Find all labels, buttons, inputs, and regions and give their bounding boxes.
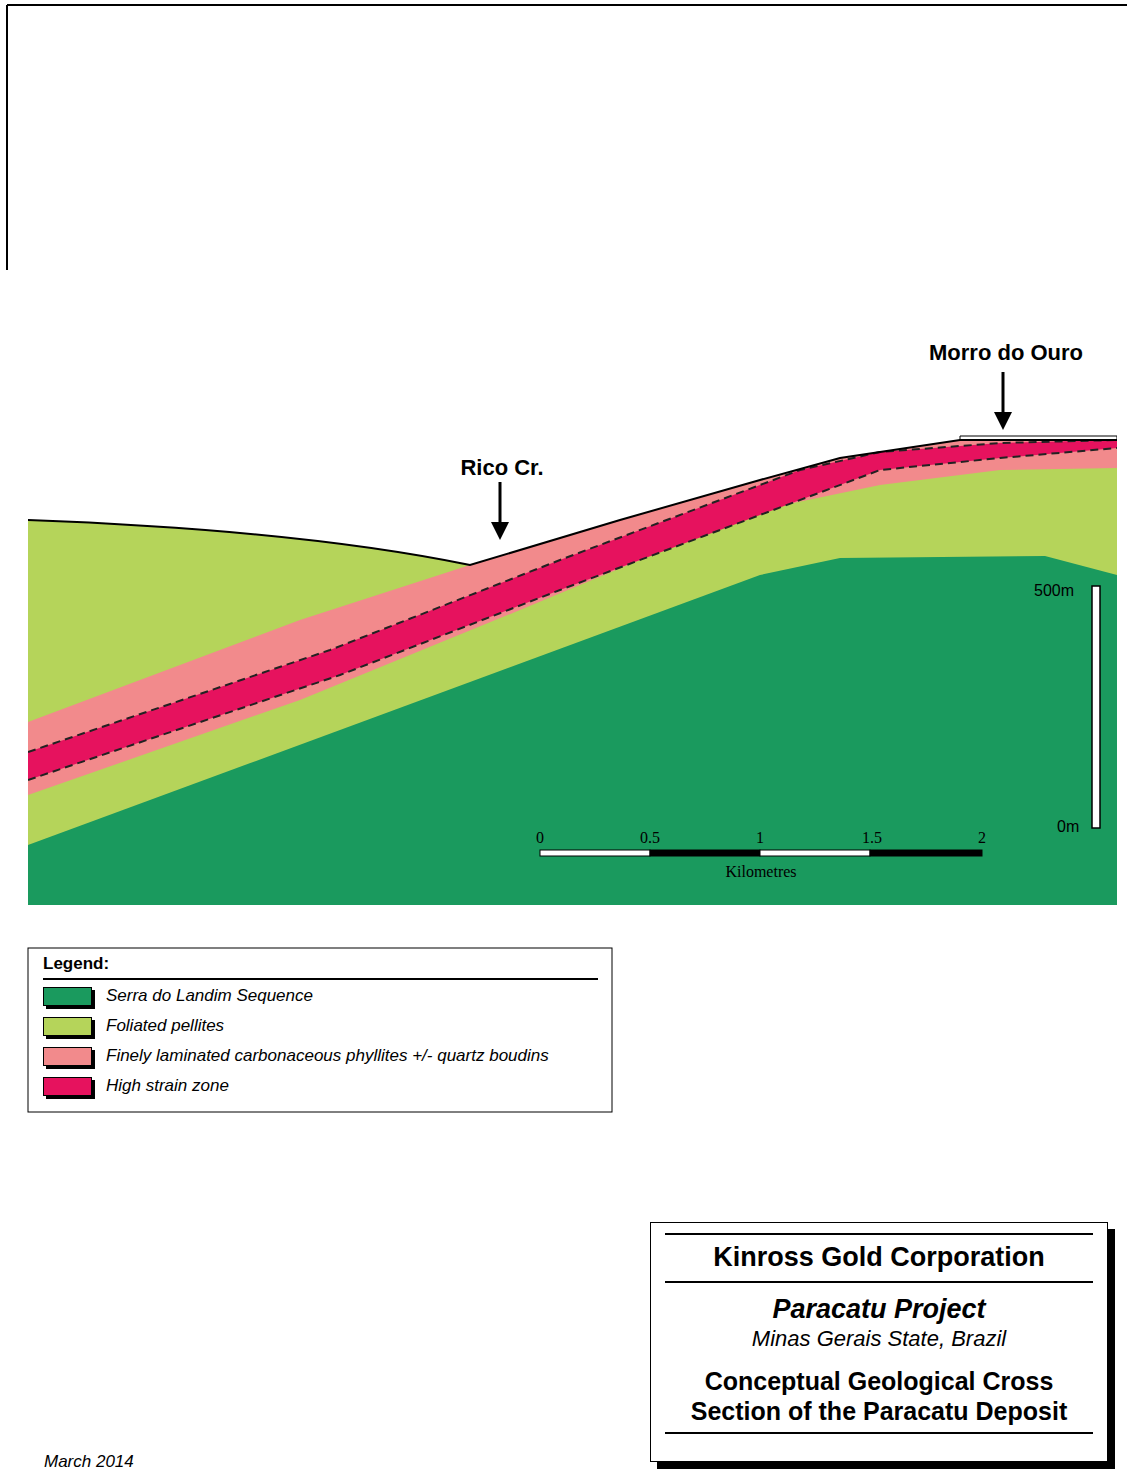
legend-swatch	[43, 1047, 92, 1066]
legend-heading: Legend:	[43, 954, 109, 974]
legend-swatch	[43, 1077, 92, 1096]
vertical-scale	[1092, 586, 1100, 828]
scale-label: 1.5	[862, 829, 882, 847]
arrow-shaft	[1002, 372, 1005, 414]
project-text: Paracatu Project	[665, 1283, 1093, 1325]
legend-row: High strain zone	[43, 1076, 229, 1096]
legend-rule	[43, 978, 598, 980]
legend-text: Finely laminated carbonaceous phyllites …	[106, 1046, 549, 1066]
legend-row: Serra do Landim Sequence	[43, 986, 313, 1006]
scale-unit: Kilometres	[725, 863, 796, 881]
place-label: Rico Cr.	[460, 455, 543, 480]
legend-swatch	[43, 1017, 92, 1036]
legend-row: Foliated pellites	[43, 1016, 224, 1036]
scale-label: 2	[978, 829, 986, 847]
scale-label: 0	[536, 829, 544, 847]
company-name: Kinross Gold Corporation	[665, 1233, 1093, 1283]
project-text: Minas Gerais State, Brazil	[665, 1326, 1093, 1360]
diagram-title: Conceptual Geological Cross Section of t…	[665, 1360, 1093, 1434]
legend-row: Finely laminated carbonaceous phyllites …	[43, 1046, 549, 1066]
arrow-head	[491, 522, 509, 540]
title-block: Kinross Gold CorporationParacatu Project…	[650, 1222, 1108, 1462]
scale-label: 0.5	[640, 829, 660, 847]
date-note: March 2014	[44, 1452, 134, 1472]
foliated-pellites	[28, 440, 1117, 905]
place-label: Morro do Ouro	[929, 340, 1083, 365]
legend-text: Foliated pellites	[106, 1016, 224, 1036]
scale-label: 1	[756, 829, 764, 847]
scale-label: 500m	[1034, 582, 1074, 600]
scale-bar	[540, 850, 982, 856]
serra-do-landim	[28, 556, 1117, 905]
legend-text: Serra do Landim Sequence	[106, 986, 313, 1006]
arrow-shaft	[499, 482, 502, 524]
legend-swatch	[43, 987, 92, 1006]
legend-text: High strain zone	[106, 1076, 229, 1096]
legend-box	[28, 948, 612, 1112]
scale-label: 0m	[1057, 818, 1079, 836]
page-frame	[6, 5, 8, 270]
arrow-head	[994, 412, 1012, 430]
topography	[28, 440, 1117, 565]
page-frame	[7, 4, 1127, 6]
